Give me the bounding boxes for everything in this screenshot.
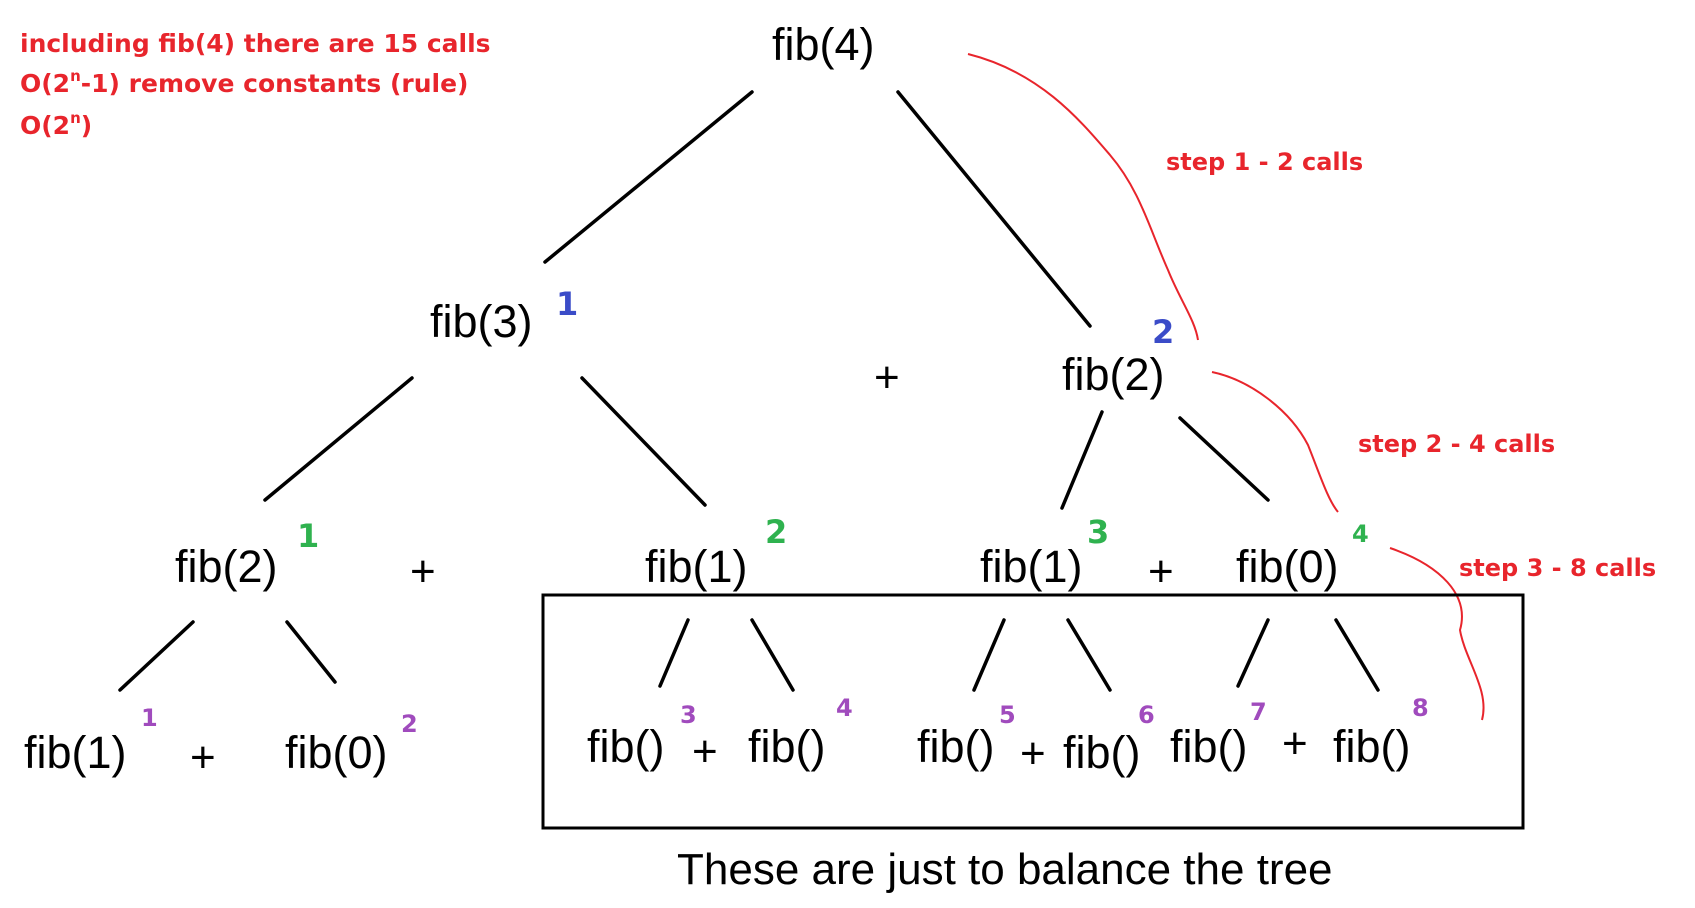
order-l2c: 3	[1087, 513, 1109, 551]
step1-label: step 1 - 2 calls	[1166, 148, 1363, 176]
node-fib3: fib(3)	[430, 296, 533, 347]
edge-fib3-right	[580, 376, 707, 507]
edge-l2b-right	[750, 618, 795, 692]
step3-label: step 3 - 8 calls	[1459, 554, 1656, 582]
plus-level3-4: +	[1282, 719, 1308, 768]
tree-edges	[118, 90, 1380, 692]
node-l3-2: fib(0)	[285, 727, 388, 778]
complexity-notes: including fib(4) there are 15 calls O(2n…	[20, 29, 491, 140]
note-total-calls: including fib(4) there are 15 calls	[20, 29, 491, 58]
node-l3-7: fib()	[1170, 721, 1248, 772]
order-fib2-right: 2	[1152, 313, 1174, 351]
balance-box	[541, 593, 1525, 830]
note-big-o-final-prefix: O(2	[20, 111, 70, 140]
order-l3-5: 5	[999, 701, 1016, 729]
note-big-o-final-exponent: n	[70, 109, 81, 127]
order-l3-6: 6	[1138, 701, 1155, 729]
edge-root-left	[543, 90, 754, 264]
order-l3-1: 1	[141, 704, 158, 732]
plus-level3-3: +	[1020, 729, 1046, 778]
step2-curve	[1211, 371, 1339, 513]
step-labels: step 1 - 2 calls step 2 - 4 calls step 3…	[1166, 148, 1656, 582]
plus-level3-1: +	[190, 733, 216, 782]
note-big-o-minus-one-prefix: O(2	[20, 69, 70, 98]
step3-curve	[1389, 547, 1485, 721]
edge-l2d-left	[1236, 618, 1270, 688]
step1-curve	[967, 53, 1199, 341]
node-l2b: fib(1)	[645, 541, 748, 592]
note-big-o-minus-one-exponent: n	[70, 67, 81, 85]
edge-l2a-left	[118, 620, 195, 692]
node-fib2-right: fib(2)	[1062, 349, 1165, 400]
node-root: fib(4)	[772, 19, 875, 70]
edge-l2b-left	[658, 618, 690, 688]
order-l3-7: 7	[1250, 698, 1267, 726]
node-l3-1: fib(1)	[24, 727, 127, 778]
order-l3-2: 2	[401, 710, 418, 738]
edge-l2c-left	[972, 618, 1006, 692]
plus-level1: +	[874, 353, 900, 402]
edge-l2a-right	[285, 620, 337, 684]
plus-level2-left: +	[410, 547, 436, 596]
node-l3-5: fib()	[917, 721, 995, 772]
node-l3-6: fib()	[1063, 727, 1141, 778]
edge-fib2-left	[1060, 410, 1104, 510]
plus-level3-2: +	[692, 727, 718, 776]
node-l2d: fib(0)	[1236, 541, 1339, 592]
order-l2a: 1	[297, 517, 319, 555]
step2-label: step 2 - 4 calls	[1358, 430, 1555, 458]
note-big-o-final-suffix: )	[81, 111, 92, 140]
node-l3-4: fib()	[748, 721, 826, 772]
order-fib3: 1	[556, 285, 578, 323]
plus-level2-right: +	[1148, 547, 1174, 596]
node-l3-3: fib()	[587, 721, 665, 772]
order-l3-4: 4	[836, 694, 853, 722]
order-l3-8: 8	[1412, 694, 1429, 722]
node-l3-8: fib()	[1333, 721, 1411, 772]
order-l2d: 4	[1352, 520, 1369, 548]
balance-caption: These are just to balance the tree	[677, 845, 1333, 894]
node-l2c: fib(1)	[980, 541, 1083, 592]
edge-l2d-right	[1334, 618, 1380, 692]
edge-root-right	[896, 90, 1092, 328]
edge-fib2-right	[1178, 416, 1270, 502]
node-l2a: fib(2)	[175, 541, 278, 592]
order-l2b: 2	[765, 513, 787, 551]
note-big-o-final: O(2n)	[20, 109, 92, 140]
step-curves	[967, 53, 1485, 721]
edge-l2c-right	[1066, 618, 1112, 692]
edge-fib3-left	[263, 376, 414, 502]
order-l3-3: 3	[680, 701, 697, 729]
note-big-o-minus-one-suffix: -1) remove constants (rule)	[81, 69, 469, 98]
note-big-o-minus-one: O(2n-1) remove constants (rule)	[20, 67, 468, 98]
